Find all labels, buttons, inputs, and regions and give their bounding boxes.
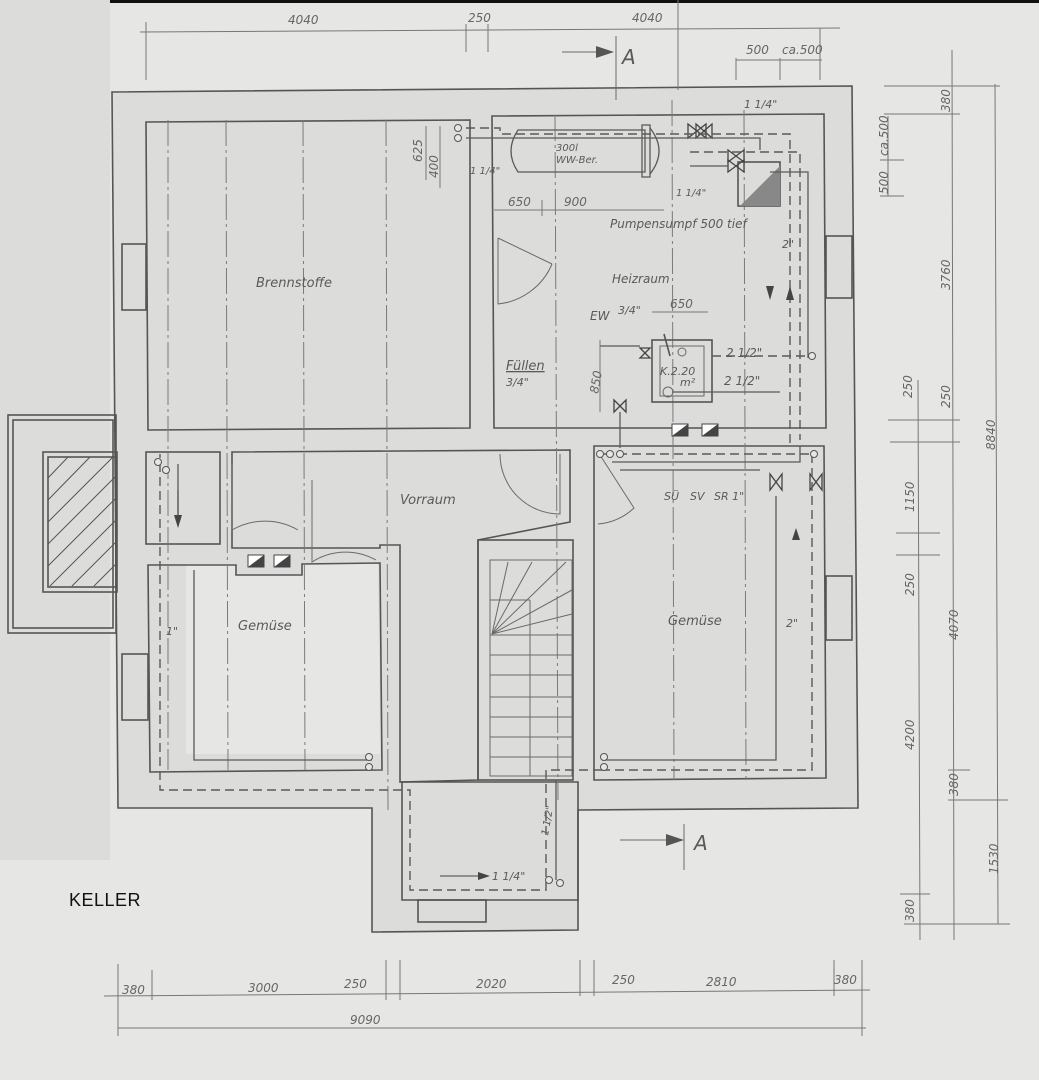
doors (231, 237, 635, 563)
tank-label-type: WW-Ber. (556, 155, 598, 166)
dim-bottom-250-a: 250 (344, 977, 367, 991)
pipe-size-mid: 1 1/4" (676, 188, 706, 199)
dim-bottom-total: 9090 (350, 1013, 381, 1027)
sv-label: SV (690, 490, 706, 503)
dim-top-right-2: ca.500 (782, 43, 823, 57)
fill-label: Füllen (506, 359, 545, 374)
staircase (489, 559, 573, 777)
ew-label: EW (590, 309, 611, 323)
dim-bottom-2810: 2810 (706, 975, 737, 989)
pipe-size-top: 1 1/4" (744, 98, 777, 111)
su-label: SÜ (664, 490, 679, 503)
pipe-nodes (154, 124, 818, 887)
ew-size-label: 3/4" (618, 304, 641, 317)
pipe-size-right-top: 2" (782, 238, 794, 251)
dim-right-250: 250 (939, 385, 953, 408)
outer-walls (111, 85, 859, 933)
room-label-gemuese-left: Gemüse (238, 619, 292, 634)
dim-right-inner-250b: 250 (903, 573, 917, 596)
dim-inner-left-2: 400 (427, 155, 441, 178)
dimension-lines (103, 0, 1010, 1036)
dim-bottom-250-b: 250 (612, 973, 635, 987)
room-interiors (145, 445, 827, 901)
room-label-gemuese-right: Gemüse (668, 614, 722, 629)
dim-bottom-380-left: 380 (122, 983, 145, 997)
dim-right-4070: 4070 (947, 609, 961, 640)
chimney-flues (247, 423, 719, 568)
section-a-bottom: A (692, 831, 708, 855)
flow-arrows (174, 286, 800, 880)
dim-top-2: 250 (468, 11, 491, 25)
pipe-size-flow: 2 1/2" (726, 346, 762, 360)
pump-sump-label: Pumpensumpf 500 tief (610, 217, 748, 231)
dim-bottom-3000: 3000 (248, 981, 279, 995)
dim-inner-left-1: 625 (411, 139, 425, 162)
dim-right-inner-1150: 1150 (903, 481, 917, 512)
section-marker-bottom (620, 824, 685, 870)
boiler-label: K.2.20 (660, 365, 695, 378)
pipe-size-left-vertical: 1" (166, 625, 178, 638)
plan-title: KELLER (69, 890, 142, 910)
sr-label: SR 1" (714, 490, 744, 503)
dim-boiler-height: 850 (587, 369, 605, 394)
section-a-top: A (620, 45, 636, 69)
pipe-size-bottom-vertical: 1 1/2" (540, 805, 556, 837)
fill-size-label: 3/4" (506, 376, 529, 389)
axis-lines (167, 99, 747, 811)
dim-bottom-380-right: 380 (834, 973, 857, 987)
dim-top-right-1: 500 (746, 43, 769, 57)
light-well (7, 414, 118, 634)
pipe-size-left: 1 1/4" (470, 166, 500, 177)
dim-right-380-mid: 380 (947, 773, 961, 796)
dim-inner-1: 650 (508, 195, 531, 209)
window-niches (121, 235, 853, 923)
dim-right-inner-4200: 4200 (903, 719, 917, 750)
dim-right-inner-250: 250 (901, 375, 915, 398)
pump-sump (737, 161, 781, 207)
dim-bottom-2020: 2020 (476, 977, 507, 991)
dim-right-1530: 1530 (987, 843, 1001, 874)
pipe-size-bottom: 1 1/4" (492, 870, 525, 883)
dim-right-inner-ca500: ca.500 (877, 115, 891, 156)
boiler (651, 333, 713, 403)
dim-top-3: 4040 (632, 11, 663, 25)
section-marker-top (562, 36, 617, 100)
dim-right-total: 8840 (984, 419, 998, 450)
pipes (159, 127, 813, 891)
hot-water-tank (510, 124, 660, 178)
pipe-size-right-low: 2" (786, 617, 798, 630)
paper-shade (0, 0, 110, 860)
dim-right-inner-380: 380 (903, 899, 917, 922)
room-label-heizraum: Heizraum (612, 272, 670, 286)
valves (613, 122, 823, 492)
boiler-label-unit: m² (680, 376, 696, 389)
tank-label-volume: 300l (556, 143, 578, 154)
pipe-size-return: 2 1/2" (724, 374, 760, 388)
top-border (0, 0, 1039, 3)
dim-boiler-width: 650 (670, 297, 693, 311)
dim-inner-2: 900 (564, 195, 587, 209)
dim-right-380-top: 380 (939, 89, 953, 112)
dim-top-1: 4040 (288, 13, 319, 27)
room-label-brennstoffe: Brennstoffe (256, 276, 332, 291)
room-label-vorraum: Vorraum (400, 493, 456, 508)
dim-right-inner-500: 500 (877, 171, 891, 194)
dim-right-3760: 3760 (939, 259, 953, 290)
